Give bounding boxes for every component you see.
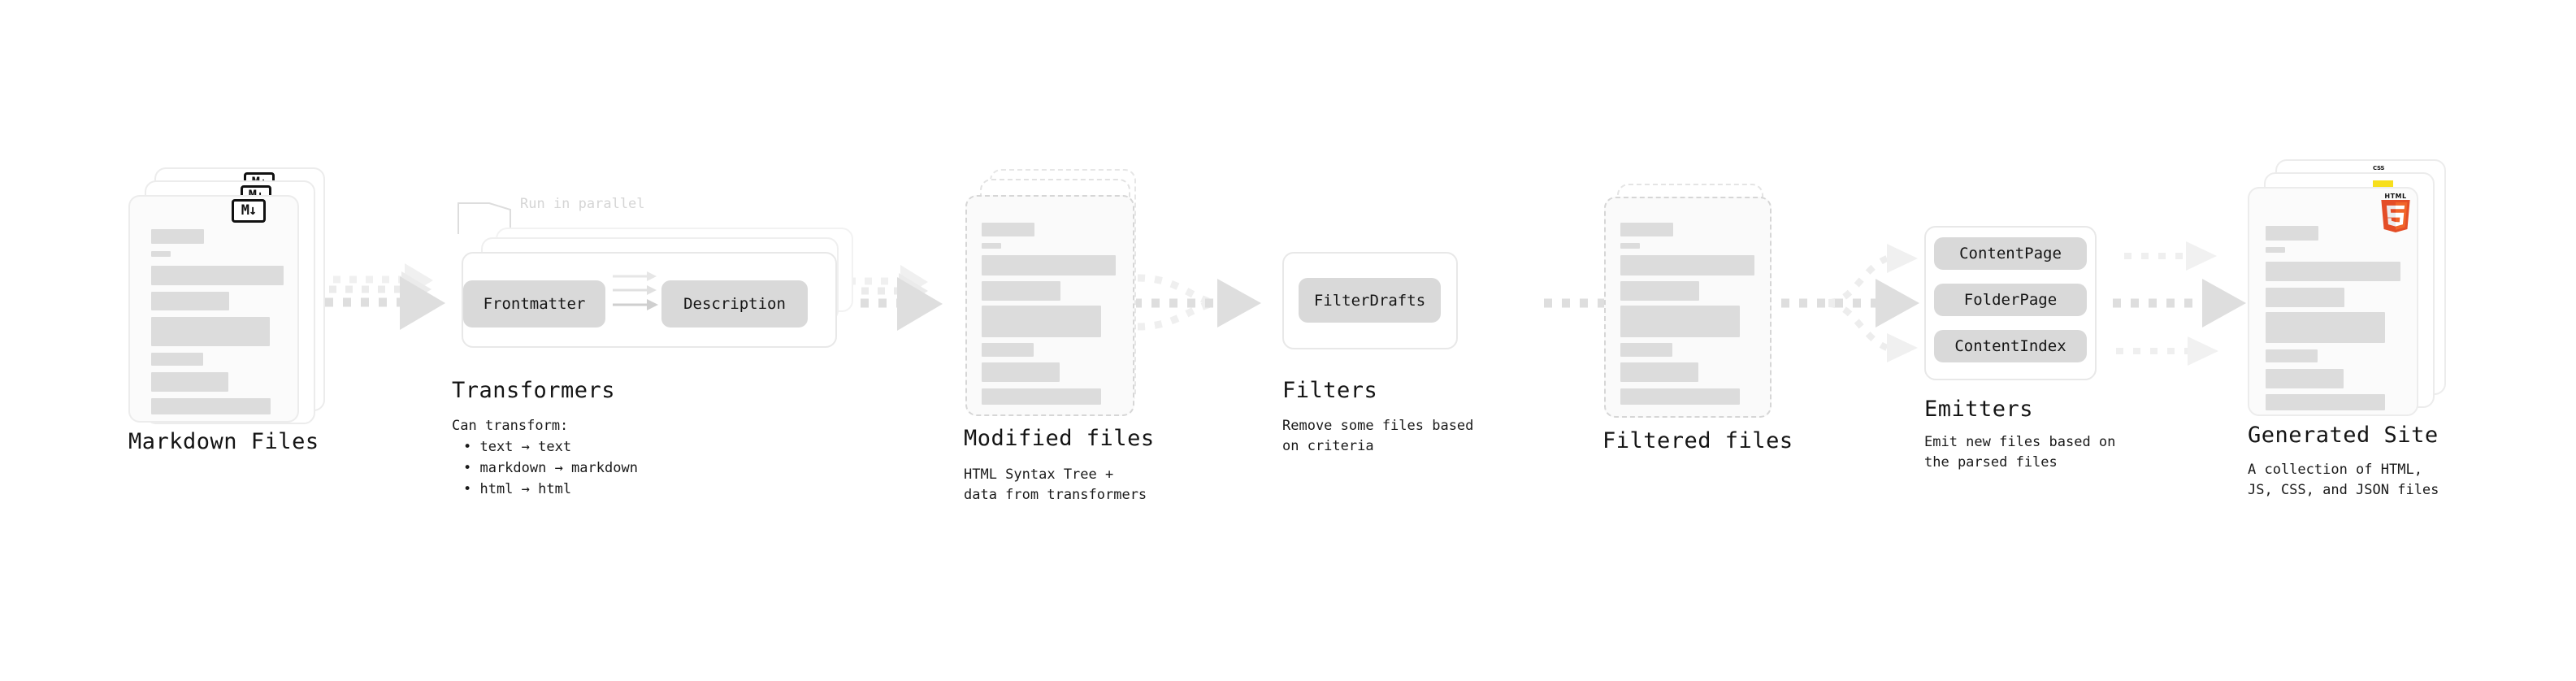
doc-line [2266, 262, 2400, 281]
transformers-bullet-2: • html → html [463, 481, 572, 497]
transformers-bullet-0: • text → text [463, 439, 572, 455]
doc-line [982, 223, 1034, 236]
doc-line [151, 398, 271, 414]
css3-badge-label: CSS [2373, 165, 2385, 171]
transformers-bullet-1: • markdown → markdown [463, 460, 638, 476]
stage-title-emitters: Emitters [1924, 397, 2034, 422]
html5-logo: HTML [2379, 193, 2412, 232]
modified-files-caption: HTML Syntax Tree + data from transformer… [964, 466, 1147, 503]
doc-line [151, 251, 171, 257]
run-in-parallel-label: Run in parallel [520, 196, 645, 212]
doc-line [982, 255, 1116, 275]
doc-line [1620, 306, 1740, 337]
transformer-chip-label: Description [683, 295, 786, 313]
doc-line [1620, 362, 1698, 382]
transformer-chip-description[interactable]: Description [661, 280, 808, 327]
doc-line [982, 243, 1001, 249]
markdown-badge-front: M↓ [232, 199, 266, 223]
markdown-badge-text: M↓ [241, 202, 258, 219]
doc-line [982, 281, 1060, 301]
transformers-caption: Can transform: [452, 418, 569, 434]
doc-line [1620, 223, 1673, 236]
doc-line [982, 388, 1101, 405]
emitter-chip-label: ContentIndex [1954, 337, 2066, 355]
transformer-chip-label: Frontmatter [483, 295, 586, 313]
doc-line [151, 353, 203, 366]
stage-title-filtered-files: Filtered files [1602, 428, 1793, 453]
doc-line [1620, 243, 1640, 249]
filter-chip-label: FilterDrafts [1313, 291, 1426, 310]
doc-line [1620, 281, 1699, 301]
doc-line [982, 343, 1034, 357]
doc-line [2266, 349, 2318, 362]
arrow-markdown-to-transformers [307, 263, 445, 330]
doc-line [151, 229, 204, 244]
transformer-internal-arrows [613, 271, 658, 310]
transformer-chip-frontmatter[interactable]: Frontmatter [463, 280, 605, 327]
emitter-chip-contentpage[interactable]: ContentPage [1934, 237, 2087, 270]
emitter-chip-contentindex[interactable]: ContentIndex [1934, 330, 2087, 362]
arrow-filtered-to-emitters [1781, 244, 1919, 362]
doc-line [1620, 255, 1754, 275]
arrow-modified-to-filters [1134, 274, 1261, 331]
emitters-caption: Emit new files based on the parsed files [1924, 434, 2116, 471]
markdown-card-front [128, 195, 299, 423]
generated-site-caption: A collection of HTML, JS, CSS, and JSON … [2248, 462, 2439, 498]
modified-card-front [965, 195, 1134, 416]
emitter-chip-label: ContentPage [1959, 245, 2062, 262]
doc-line [2266, 369, 2344, 388]
doc-line [982, 306, 1101, 337]
html5-shield-icon [2381, 200, 2410, 232]
doc-line [1620, 388, 1740, 405]
doc-line [2266, 394, 2385, 410]
doc-line [1620, 343, 1672, 357]
html5-logo-label: HTML [2384, 193, 2407, 200]
doc-line [151, 372, 228, 392]
stage-title-markdown-files: Markdown Files [128, 429, 319, 454]
doc-line [982, 362, 1060, 382]
stage-title-modified-files: Modified files [964, 426, 1155, 451]
doc-line [2266, 226, 2318, 241]
doc-line [2266, 312, 2385, 343]
stage-title-generated-site: Generated Site [2248, 423, 2439, 448]
doc-line [2266, 288, 2344, 307]
doc-line [2266, 247, 2285, 253]
doc-line [151, 266, 284, 285]
filtered-card-front [1604, 197, 1772, 418]
filters-caption: Remove some files based on criteria [1282, 418, 1474, 454]
emitter-chip-folderpage[interactable]: FolderPage [1934, 284, 2087, 316]
doc-line [151, 292, 229, 310]
doc-line [151, 317, 270, 346]
arrow-emitters-to-site [2113, 241, 2246, 366]
stage-title-filters: Filters [1282, 378, 1378, 403]
filter-chip-filterdrafts[interactable]: FilterDrafts [1299, 278, 1441, 323]
stage-title-transformers: Transformers [452, 378, 616, 403]
emitter-chip-label: FolderPage [1963, 291, 2058, 309]
